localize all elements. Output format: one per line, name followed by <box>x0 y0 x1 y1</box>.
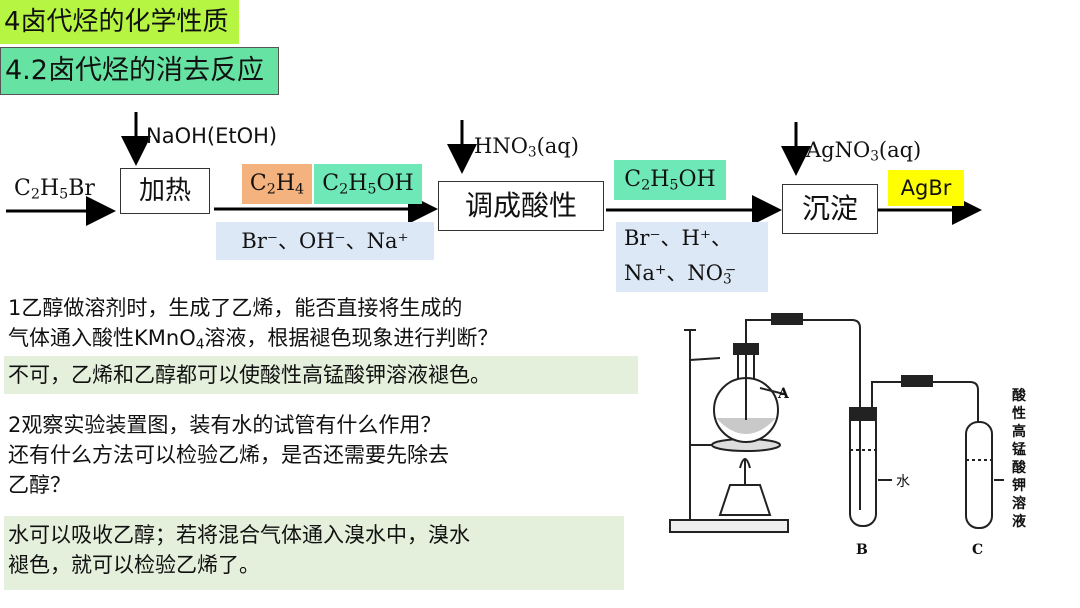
reagent-agno3: AgNO3(aq) <box>806 138 922 165</box>
reagent-char-4: 酸 <box>1012 459 1027 476</box>
question-1-line2-sub: 4 <box>195 336 205 353</box>
label-c: C <box>972 542 983 558</box>
reagent-char-7: 液 <box>1012 513 1027 530</box>
stand-base <box>669 519 789 533</box>
ions-box-2-line2: Na+、NO3− <box>624 261 737 288</box>
heat-box: 加热 <box>120 168 210 214</box>
question-2: 2观察实验装置图，装有水的试管有什么作用？ 还有什么方法可以检验乙烯，是否还需要… <box>8 410 648 500</box>
ions-box-2-line1: Br⁻、H⁺、 <box>624 226 732 250</box>
clamp-upper <box>689 357 721 361</box>
reagent-char-2: 高 <box>1012 423 1026 440</box>
reagent-char-1: 性 <box>1012 405 1026 422</box>
test-tube-c <box>965 421 993 529</box>
reactant-c2h5br: C2H5Br <box>14 176 95 203</box>
ions-box-1: Br⁻、OH⁻、Na⁺ <box>216 222 434 260</box>
label-reagent: 酸 性 高 锰 酸 钾 溶 液 <box>1012 387 1027 530</box>
acidify-box: 调成酸性 <box>438 181 604 231</box>
c2h4-badge: C2H4 <box>242 164 312 204</box>
label-water: 水 <box>896 474 910 490</box>
answer-2-line2: 褪色，就可以检验乙烯了。 <box>8 553 260 577</box>
answer-2-line1: 水可以吸收乙醇；若将混合气体通入溴水中，溴水 <box>8 523 470 547</box>
delivery-tube-1 <box>745 319 861 416</box>
reagent-naoh: NaOH(EtOH) <box>146 124 278 148</box>
reagent-char-3: 锰 <box>1012 441 1026 458</box>
apparatus-diagram: A B C 水 酸 性 高 锰 酸 钾 溶 液 <box>669 313 1027 558</box>
precipitate-box: 沉淀 <box>782 184 878 234</box>
question-1-line2-pre: 气体通入酸性KMnO <box>8 326 196 350</box>
reagent-char-6: 溶 <box>1012 495 1026 512</box>
question-1-number: 1 <box>8 296 22 320</box>
slide-title: 4卤代烃的化学性质 <box>0 0 239 44</box>
question-2-line1: 观察实验装置图，装有水的试管有什么作用？ <box>21 413 442 437</box>
flow-arrows <box>6 112 982 226</box>
label-a: A <box>777 386 790 402</box>
answer-2: 水可以吸收乙醇；若将混合气体通入溴水中，溴水 褪色，就可以检验乙烯了。 <box>4 516 624 590</box>
reagent-char-0: 酸 <box>1012 387 1027 404</box>
question-1: 1乙醇做溶剂时，生成了乙烯，能否直接将生成的 气体通入酸性KMnO4溶液，根据褪… <box>8 293 648 359</box>
question-2-line3: 乙醇？ <box>8 473 71 497</box>
label-b: B <box>856 542 868 558</box>
question-2-line2: 还有什么方法可以检验乙烯，是否还需要先除去 <box>8 443 449 467</box>
slide-subtitle: 4.2卤代烃的消去反应 <box>0 47 279 95</box>
agbr-badge: AgBr <box>888 170 964 206</box>
delivery-tube-2 <box>871 381 979 500</box>
c2h5oh-badge-1: C2H5OH <box>314 164 422 204</box>
c2h5oh-badge-2: C2H5OH <box>614 160 726 200</box>
test-tube-b <box>849 409 877 527</box>
ions-box-2: Br⁻、H⁺、 Na+、NO3− <box>616 222 768 292</box>
answer-1: 不可，乙烯和乙醇都可以使酸性高锰酸钾溶液褪色。 <box>4 356 638 394</box>
alcohol-burner <box>718 484 772 516</box>
question-1-line1: 乙醇做溶剂时，生成了乙烯，能否直接将生成的 <box>21 296 463 320</box>
question-2-number: 2 <box>8 413 22 437</box>
reagent-hno3: HNO3(aq) <box>474 134 579 161</box>
reagent-char-5: 钾 <box>1012 477 1026 494</box>
question-1-line2-post: 溶液，根据褪色现象进行判断？ <box>204 326 499 350</box>
